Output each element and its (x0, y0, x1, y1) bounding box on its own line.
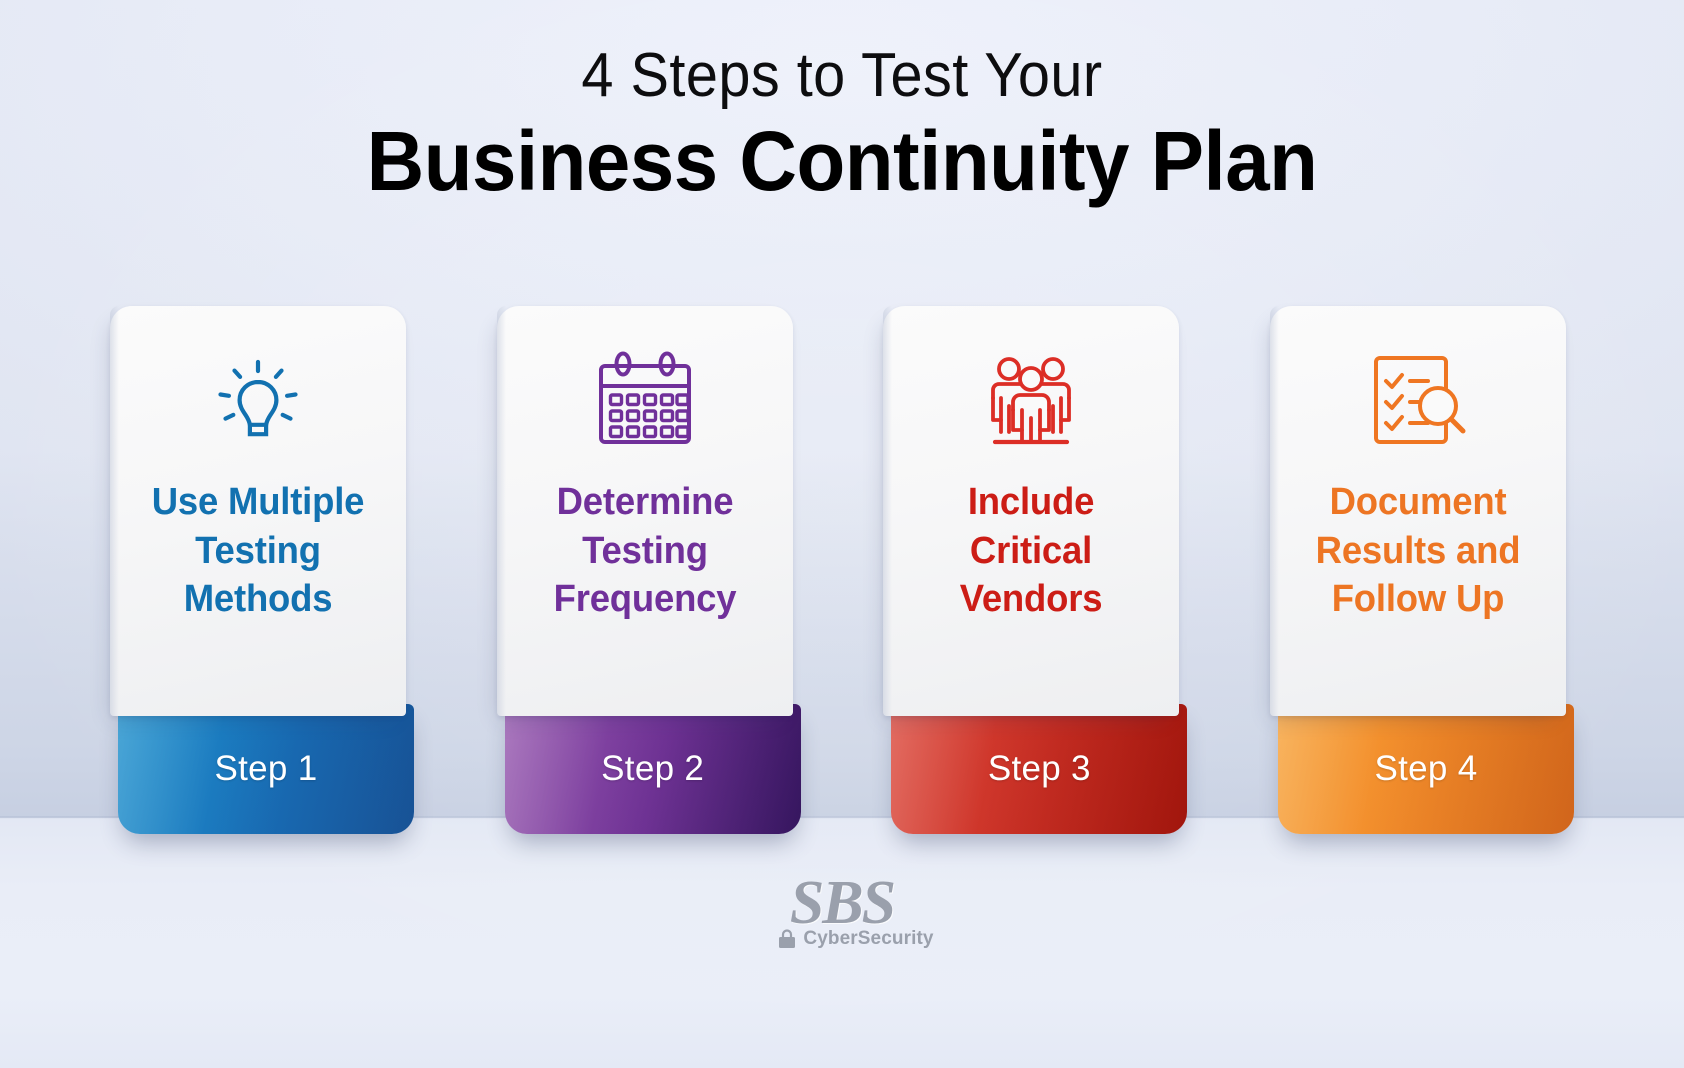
logo-wordmark: SBS (789, 869, 896, 937)
step-card-4-footer: Step 4 (1277, 704, 1574, 834)
lightbulb-icon (202, 344, 314, 456)
step-card-3-step-label: Step 3 (987, 749, 1091, 788)
step-card-3[interactable]: Step 3 (883, 306, 1188, 834)
step-card-3-body: Include Critical Vendors (883, 306, 1180, 716)
people-icon (975, 344, 1087, 456)
calendar-icon (589, 344, 701, 456)
step-card-1-step-label: Step 1 (214, 749, 318, 788)
step-card-1[interactable]: Step 1 Use Multiple Testing Methods (110, 306, 414, 834)
header: 4 Steps to Test Your Business Continuity… (0, 41, 1684, 209)
page-title-eyebrow: 4 Steps to Test Your (581, 41, 1103, 110)
step-card-1-footer: Step 1 (118, 704, 414, 834)
background-floor (0, 818, 1684, 1068)
step-card-2-body: Determine Testing Frequency (496, 306, 793, 716)
step-card-4-title: Document Results and Follow Up (1315, 481, 1521, 621)
step-card-2-title: Determine Testing Frequency (553, 481, 737, 621)
checklist-search-icon (1362, 344, 1474, 456)
page-title: Business Continuity Plan (366, 114, 1318, 209)
step-card-2-step-label: Step 2 (601, 749, 705, 788)
step-card-2-footer: Step 2 (504, 704, 801, 834)
lock-icon (779, 929, 796, 948)
logo-subtext: CyberSecurity (803, 928, 934, 949)
step-card-4[interactable]: Step 4 Document Resu (1269, 306, 1574, 834)
step-card-1-body: Use Multiple Testing Methods (110, 306, 406, 716)
logo-subrow: CyberSecurity (776, 928, 933, 950)
step-card-2[interactable]: Step 2 (496, 306, 801, 834)
sbs-logo[interactable]: SBS CyberSecurity (0, 872, 1684, 950)
step-card-4-step-label: Step 4 (1374, 749, 1478, 788)
steps-row: Step 1 Use Multiple Testing Methods (110, 306, 1574, 834)
step-card-1-title: Use Multiple Testing Methods (151, 481, 365, 621)
background-floor-edge (0, 816, 1684, 819)
step-card-3-footer: Step 3 (891, 704, 1188, 834)
step-card-4-body: Document Results and Follow Up (1269, 306, 1566, 716)
step-card-3-title: Include Critical Vendors (960, 481, 1103, 621)
